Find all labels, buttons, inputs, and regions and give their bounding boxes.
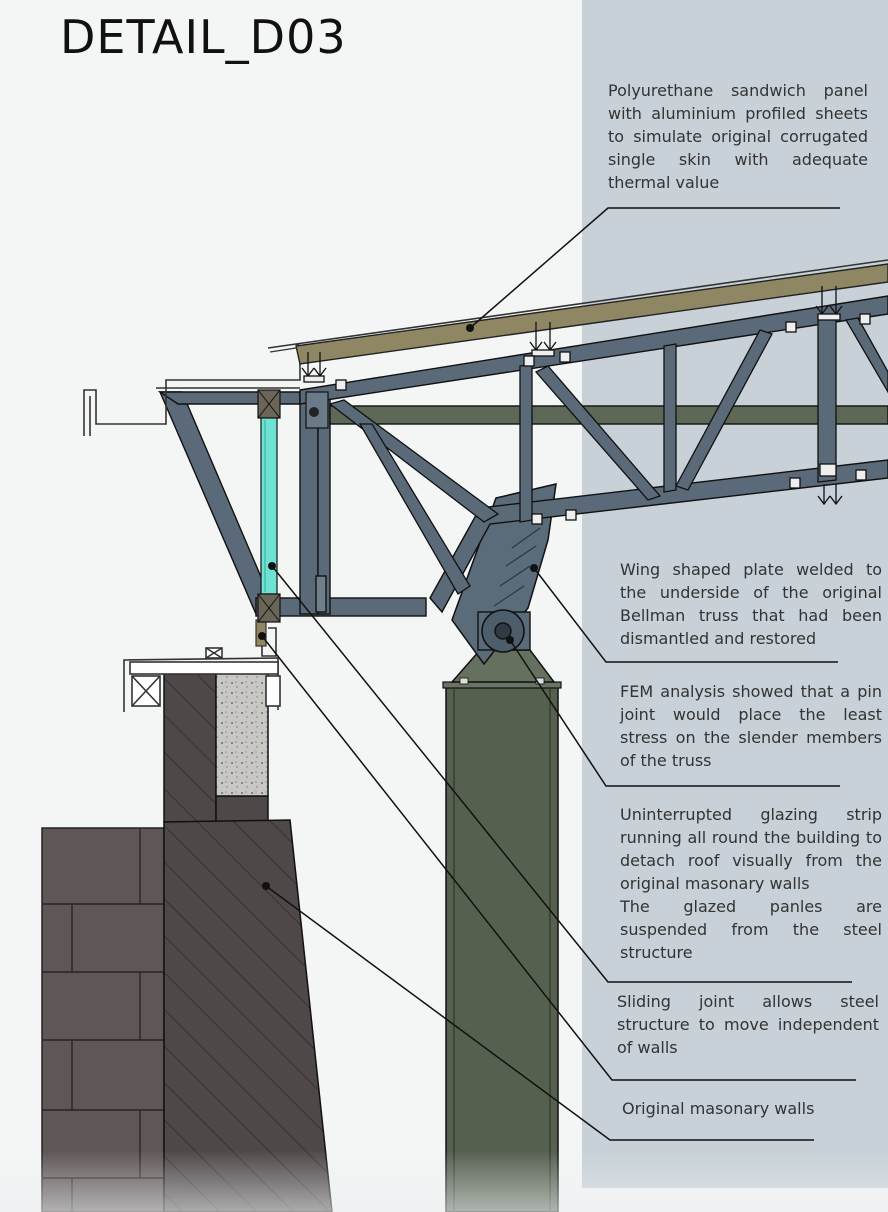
note-sliding-joint: Sliding joint allows steel structure to … bbox=[617, 990, 879, 1059]
note-wing-plate: Wing shaped plate welded to the undersid… bbox=[620, 558, 882, 650]
note-glazing-strip: Uninterrupted glazing strip running all … bbox=[620, 803, 882, 964]
note-text: FEM analysis showed that a pin joint wou… bbox=[620, 682, 882, 770]
glazing-strip bbox=[257, 389, 281, 623]
leader-wing-plate bbox=[533, 567, 838, 663]
fixing-brackets bbox=[301, 286, 871, 525]
bellman-truss bbox=[299, 295, 888, 614]
note-masonry-walls: Original masonary walls bbox=[622, 1097, 862, 1120]
leader-sliding-joint bbox=[261, 635, 856, 1081]
original-masonry-wall bbox=[163, 665, 333, 1212]
leader-pin-joint bbox=[509, 639, 840, 787]
note-text: Sliding joint allows steel structure to … bbox=[617, 992, 879, 1057]
note-text: Original masonary walls bbox=[622, 1099, 815, 1118]
note-text: Wing shaped plate welded to the undersid… bbox=[620, 560, 882, 648]
pin-joint bbox=[477, 609, 531, 653]
wall-cap-flashing bbox=[123, 647, 281, 712]
concrete-infill bbox=[215, 665, 269, 797]
sandwich-roof-panel bbox=[267, 259, 888, 365]
leader-glazing-strip bbox=[271, 565, 852, 983]
annotation-panel bbox=[582, 0, 888, 1188]
note-pin-joint: FEM analysis showed that a pin joint wou… bbox=[620, 680, 882, 772]
steel-column bbox=[442, 649, 562, 1212]
leader-dots bbox=[258, 324, 538, 890]
note-sandwich-panel: Polyurethane sandwich panel with alumini… bbox=[608, 79, 868, 194]
note-text: Uninterrupted glazing strip running all … bbox=[620, 805, 882, 893]
note-text: The glazed panles are suspended from the… bbox=[620, 897, 882, 962]
leader-lines bbox=[261, 207, 856, 1141]
page-title: DETAIL_D03 bbox=[60, 10, 347, 64]
leader-sandwich-panel bbox=[469, 207, 840, 329]
brick-wall bbox=[41, 827, 165, 1212]
truss-end-posts bbox=[299, 391, 331, 615]
cantilever-bracket bbox=[157, 391, 427, 617]
leader-masonry-walls bbox=[265, 885, 814, 1141]
note-text: Polyurethane sandwich panel with alumini… bbox=[608, 81, 868, 192]
